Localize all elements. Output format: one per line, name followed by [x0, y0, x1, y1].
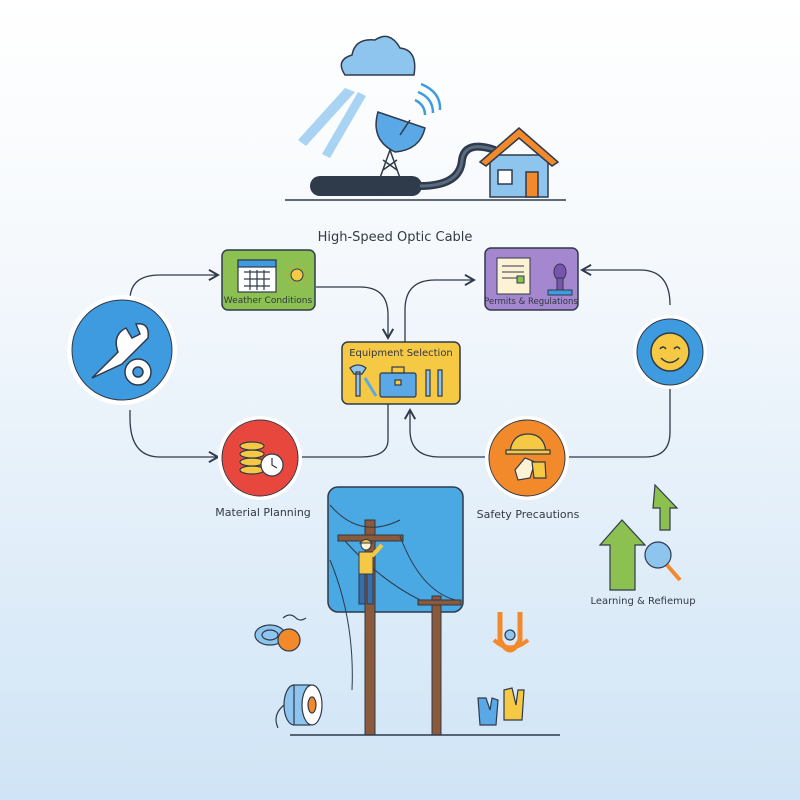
coins-clock-icon: [239, 441, 284, 477]
learning-label: Learning & Refiemup: [590, 596, 696, 607]
house-icon: [478, 127, 560, 198]
sun-rays: [298, 88, 366, 158]
diagram-title: High-Speed Optic Cable: [317, 230, 473, 245]
material-planning-label: Material Planning: [215, 506, 311, 519]
material-planning-circle[interactable]: [221, 419, 299, 497]
wrench-gear-icon: [91, 323, 152, 386]
growth-arrows-icon: [598, 483, 682, 591]
sun-icon: [286, 264, 308, 286]
safety-precautions-label: Safety Precautions: [476, 508, 580, 521]
safety-precautions-circle[interactable]: [488, 419, 566, 497]
cloud-icon: [340, 35, 416, 76]
weather-conditions-label: Weather Conditions: [223, 296, 313, 306]
lineworker-panel: [327, 486, 464, 613]
satellite-dish-icon: [375, 82, 442, 179]
permits-regulations-label: Permits & Regulations: [484, 297, 578, 307]
smiley-icon: [650, 332, 690, 372]
safety-harness-icon: [492, 612, 530, 653]
cable-reel-icon: [275, 684, 323, 729]
flow-connectors: [129, 263, 671, 464]
hardhat-gloves-icon: [505, 433, 551, 481]
wrench-icon: [349, 364, 443, 397]
cable-coin-icon: [254, 614, 307, 652]
equipment-selection-label: Equipment Selection: [349, 348, 453, 359]
work-gloves-icon: [477, 687, 525, 726]
toolbox-icon: [379, 366, 417, 398]
calendar-icon: [237, 259, 277, 293]
stamp-icon: [547, 263, 573, 296]
cable-spool-base: [310, 142, 497, 196]
document-scroll-icon: [496, 257, 531, 295]
lineworker-figure: [358, 539, 384, 605]
